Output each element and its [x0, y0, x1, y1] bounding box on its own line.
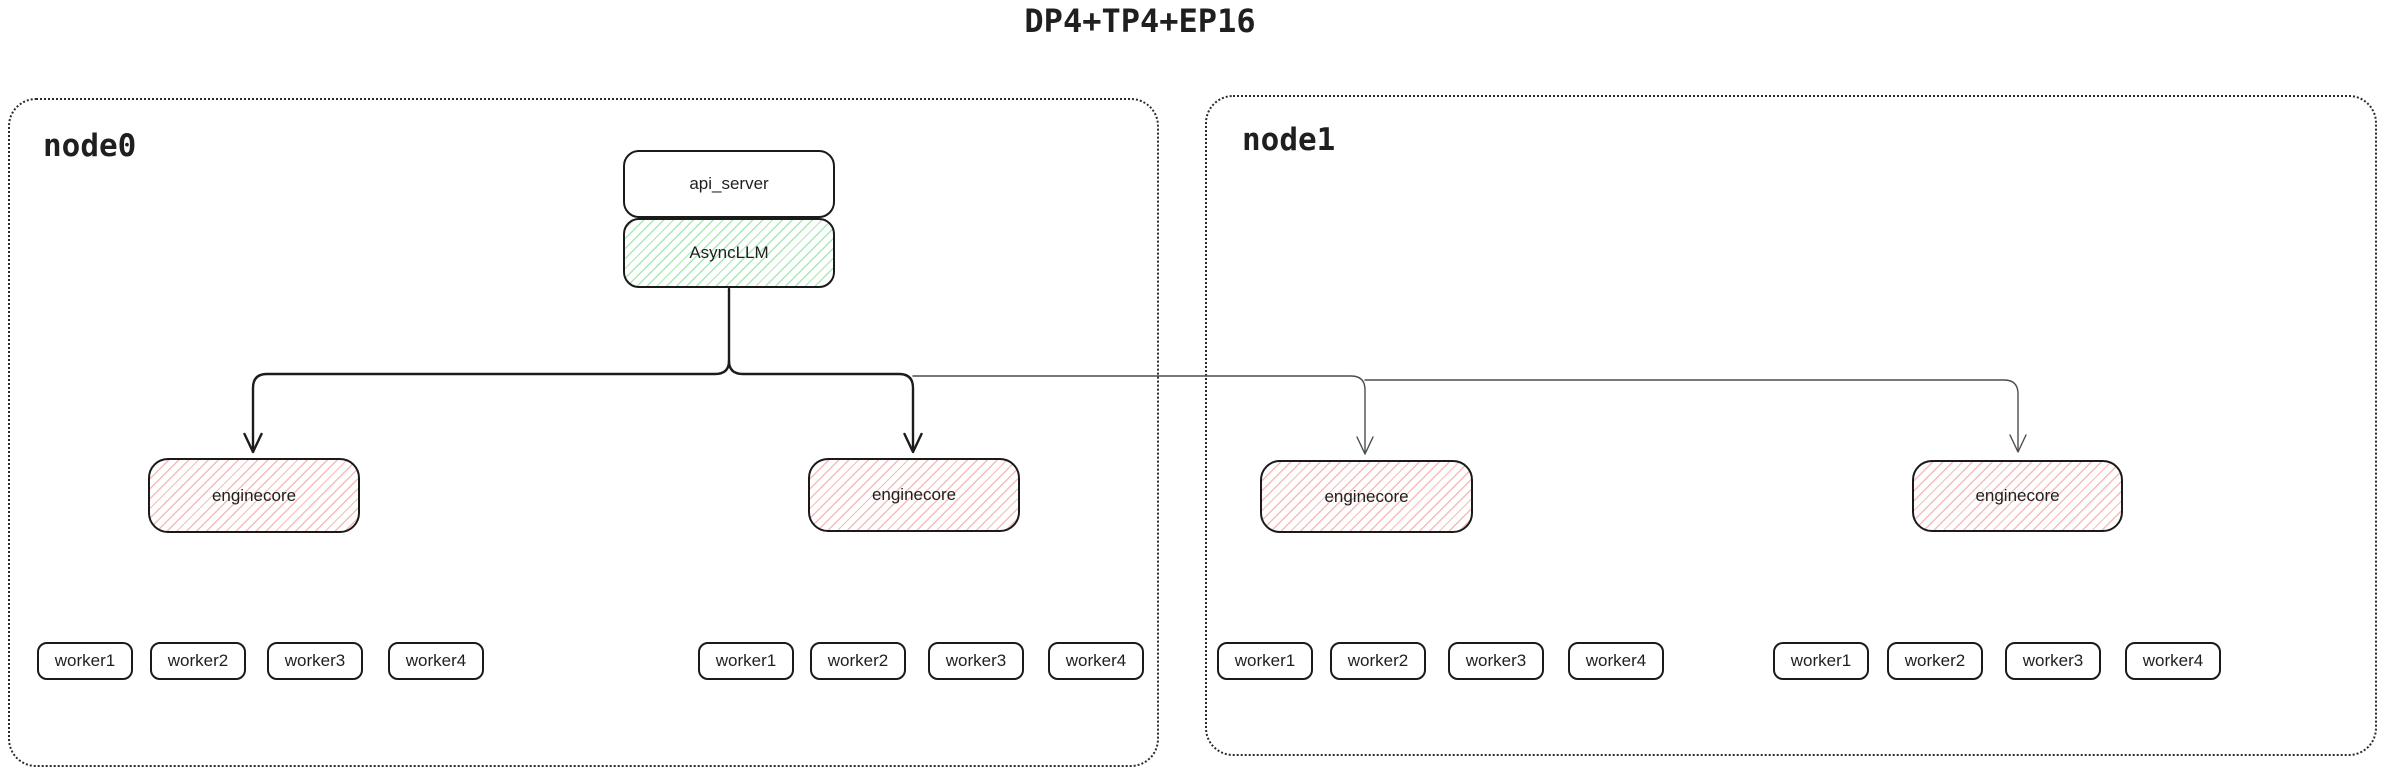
enginecore-box: enginecore — [148, 458, 360, 533]
diagram-title: DP4+TP4+EP16 — [1024, 2, 1256, 40]
worker-box: worker4 — [1048, 642, 1144, 680]
worker-box: worker3 — [928, 642, 1024, 680]
worker-box: worker3 — [2005, 642, 2101, 680]
api-server-box: api_server — [623, 150, 835, 218]
node0-label: node0 — [43, 128, 137, 164]
worker-box: worker2 — [1330, 642, 1426, 680]
worker-box: worker1 — [1217, 642, 1313, 680]
worker-box: worker2 — [810, 642, 906, 680]
worker-box: worker1 — [37, 642, 133, 680]
worker-box: worker1 — [1773, 642, 1869, 680]
asyncllm-box: AsyncLLM — [623, 218, 835, 288]
worker-box: worker4 — [388, 642, 484, 680]
worker-box: worker4 — [1568, 642, 1664, 680]
worker-box: worker3 — [1448, 642, 1544, 680]
enginecore-box: enginecore — [1912, 460, 2123, 532]
enginecore-box: enginecore — [808, 458, 1020, 532]
enginecore-box: enginecore — [1260, 460, 1473, 533]
worker-box: worker1 — [698, 642, 794, 680]
worker-box: worker2 — [1887, 642, 1983, 680]
worker-box: worker3 — [267, 642, 363, 680]
worker-box: worker4 — [2125, 642, 2221, 680]
worker-box: worker2 — [150, 642, 246, 680]
node1-label: node1 — [1242, 122, 1336, 158]
